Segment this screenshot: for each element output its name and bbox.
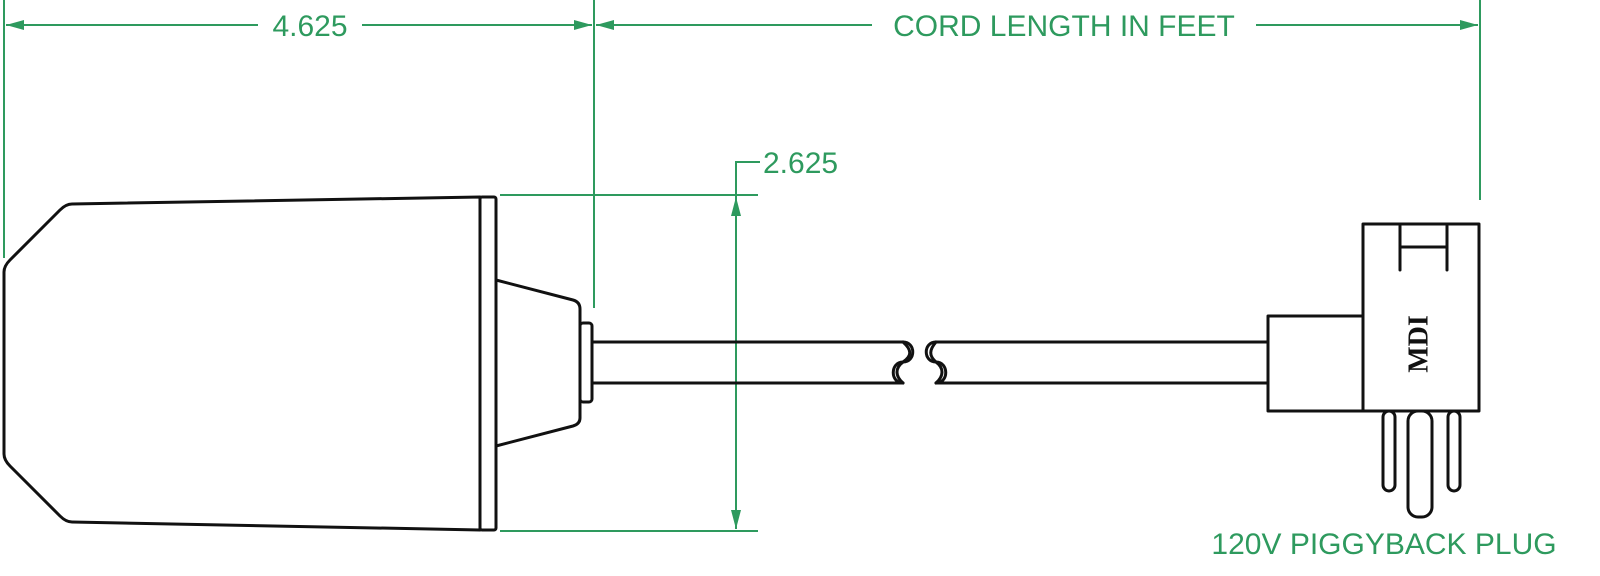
leader-body-height xyxy=(735,161,760,197)
plug-prong-ground xyxy=(1406,409,1434,519)
body-height-label: 2.625 xyxy=(763,147,838,180)
arrowhead-cord-right xyxy=(1460,20,1478,30)
plug-cord-block xyxy=(1266,314,1365,413)
cord-collar xyxy=(578,321,594,404)
arrowhead-body-length-right xyxy=(574,20,592,30)
plug-caption: 120V PIGGYBACK PLUG xyxy=(1211,528,1556,561)
plug-prong-left xyxy=(1381,409,1397,493)
arrowhead-body-height-top xyxy=(731,197,741,216)
cord xyxy=(590,340,1270,385)
cord-length-label: CORD LENGTH IN FEET xyxy=(893,10,1235,43)
plug-brand-label: MDI xyxy=(1403,315,1434,373)
body-length-label: 4.625 xyxy=(272,10,347,43)
housing-outline xyxy=(2,195,482,532)
arrowhead-cord-left xyxy=(596,20,614,30)
arrowhead-body-length-left xyxy=(6,20,24,30)
housing-end-cap xyxy=(478,195,498,532)
cord-break-left-inner xyxy=(895,340,912,385)
plug-head xyxy=(1361,222,1481,413)
plug-prong-right xyxy=(1446,409,1462,493)
arrowhead-body-height-bottom xyxy=(731,510,741,529)
dimension-lines: 4.625 CORD LENGTH IN FEET 2.625 xyxy=(3,0,1481,532)
strain-relief xyxy=(494,278,582,448)
piggyback-plug: MDI 120V PIGGYBACK PLUG xyxy=(1211,222,1557,561)
cord-break-right-inner xyxy=(929,340,944,385)
enclosure-body xyxy=(2,195,594,532)
